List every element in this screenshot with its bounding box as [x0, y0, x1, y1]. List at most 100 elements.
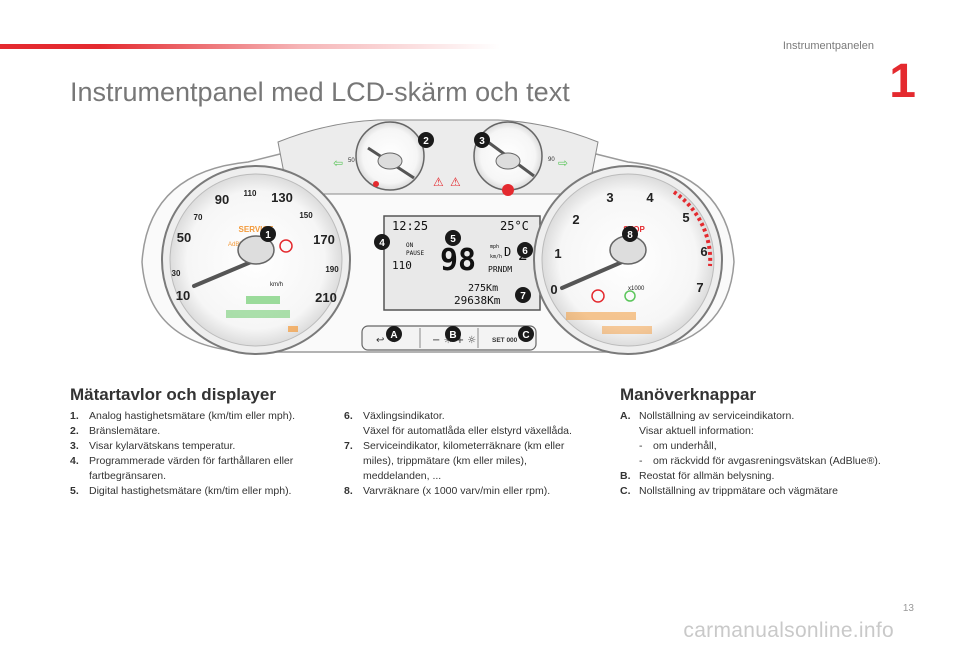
rpm-unit: x1000: [628, 286, 645, 292]
page-number: 13: [902, 603, 914, 614]
sub-list-item: om underhåll,: [639, 439, 890, 454]
indicator-lamp-lower: [288, 326, 298, 332]
list-item: 8.Varvräknare (x 1000 varv/min eller rpm…: [344, 485, 551, 497]
speed-tick: 110: [244, 189, 257, 198]
speed-tick: 50: [177, 230, 191, 245]
lcd-digital-speed: 98: [440, 243, 476, 278]
watermark: carmanualsonline.info: [683, 619, 894, 642]
rpm-tick: 3: [606, 190, 613, 205]
heading-gauges-displays: Mätartavlor och displayer: [70, 385, 276, 404]
sub-list: om underhåll, om räckvidd för avgasrenin…: [639, 439, 890, 469]
button-a-icon: ↩ ✎: [376, 335, 396, 346]
redline-arc: [672, 190, 713, 267]
speed-tick: 130: [271, 190, 293, 205]
header-accent-bar: [0, 44, 500, 49]
list-item: 7.Serviceindikator, kilometerräknare (km…: [344, 440, 565, 482]
svg-text:3: 3: [479, 136, 485, 147]
instrument-cluster-illustration: 90 50 ⇦ ⇨ ⚠ ⚠ 10 30 50 70 90 110 130 150…: [141, 119, 735, 355]
speed-tick: 170: [313, 232, 335, 247]
speed-tick: 150: [299, 211, 313, 220]
button-c-label: SET 000: [492, 337, 518, 344]
section-title: Instrumentpanelen: [782, 40, 874, 52]
list-item: 4.Programmerade värden för farthållaren …: [70, 455, 294, 482]
speed-tick: 210: [315, 290, 337, 305]
callout-b: B: [445, 326, 461, 342]
callout-6: 6: [517, 242, 533, 258]
gauges-list: 1.Analog hastighetsmätare (km/tim eller …: [70, 409, 310, 499]
callout-a: A: [386, 326, 402, 342]
tachometer: 0 1 2 3 4 5 6 7 STOP x1000: [533, 165, 723, 355]
page-title: Instrumentpanel med LCD-skärm och text: [70, 77, 570, 107]
lcd-cruise-on: ON: [406, 242, 414, 249]
svg-text:2: 2: [423, 136, 429, 147]
callout-5: 5: [445, 230, 461, 246]
list-item: 3.Visar kylarvätskans temperatur.: [70, 440, 236, 452]
speed-unit: km/h: [270, 282, 283, 288]
rpm-tick: 5: [682, 210, 689, 225]
lcd-outside-temp: 25°C: [500, 219, 529, 233]
rpm-tick: 7: [696, 280, 703, 295]
svg-text:8: 8: [627, 230, 633, 241]
callout-4: 4: [374, 234, 390, 250]
temp-label-50: 50: [348, 158, 355, 164]
service-label: SERVICE: [239, 225, 275, 234]
list-item: C.Nollställning av trippmätare och vägmä…: [620, 485, 839, 497]
callout-8: 8: [622, 226, 638, 242]
warning-lamp-right: ⚠: [450, 175, 461, 189]
temp-warning-lamp: [502, 184, 514, 196]
turn-left-arrow: ⇦: [333, 156, 343, 170]
warning-lamp-left: ⚠: [433, 175, 444, 189]
svg-text:C: C: [522, 330, 529, 341]
lcd-gear: D: [504, 245, 511, 259]
speed-tick: 10: [176, 288, 190, 303]
lcd-kmh-label: km/h: [490, 254, 502, 260]
callout-2: 2: [418, 132, 434, 148]
lcd-cruise-speed: 110: [392, 259, 412, 272]
warning-lamp-row: [566, 312, 636, 320]
svg-text:A: A: [390, 330, 397, 341]
temp-label-90: 90: [548, 157, 555, 163]
svg-text:B: B: [449, 330, 456, 341]
svg-text:6: 6: [522, 246, 528, 257]
lcd-trip: 275Km: [468, 283, 498, 294]
callout-3: 3: [474, 132, 490, 148]
callout-7: 7: [515, 287, 531, 303]
warning-lamp-row: [602, 326, 652, 334]
list-item: A.Nollställning av serviceindikatorn. Vi…: [620, 409, 890, 469]
lcd-cruise-pause: PAUSE: [406, 250, 424, 257]
brake-warning-lamp: [591, 289, 605, 303]
callout-1: 1: [260, 226, 276, 242]
chapter-number: 1: [889, 55, 916, 108]
lcd-mph-label: mph: [490, 244, 499, 250]
lcd-gear-row: PRNDM: [488, 265, 512, 274]
lcd-odometer: 29638Km: [454, 294, 501, 307]
rpm-tick: 2: [572, 212, 579, 227]
tire-pressure-lamp: [279, 239, 293, 253]
heading-controls: Manöverknappar: [620, 385, 757, 404]
rpm-tick: 1: [554, 246, 561, 261]
speed-tick: 190: [325, 265, 339, 274]
rpm-tick: 4: [646, 190, 654, 205]
speedometer: 10 30 50 70 90 110 130 150 170 190 210 S…: [161, 165, 351, 355]
list-item: 1.Analog hastighetsmätare (km/tim eller …: [70, 410, 295, 422]
rpm-tick: 0: [550, 282, 557, 297]
list-item: 6.Växlingsindikator.Växel för automatlåd…: [344, 410, 572, 437]
list-item: 5.Digital hastighetsmätare (km/tim eller…: [70, 485, 292, 497]
adblue-a-lamp: [624, 290, 636, 302]
temperature-gauge: 90: [473, 121, 555, 196]
svg-text:5: 5: [450, 234, 456, 245]
speed-tick-labels: 10 30 50 70 90 110 130 150 170 190 210: [172, 189, 340, 305]
speed-tick: 90: [215, 192, 229, 207]
list-item: 2.Bränslemätare.: [70, 425, 161, 437]
indicator-lamp-row: [226, 310, 290, 318]
turn-right-arrow: ⇨: [558, 156, 568, 170]
svg-text:4: 4: [379, 238, 385, 249]
callout-c: C: [518, 326, 534, 342]
controls-list: A.Nollställning av serviceindikatorn. Vi…: [620, 409, 890, 499]
rpm-tick: 6: [700, 244, 707, 259]
svg-text:7: 7: [520, 291, 526, 302]
gauges-list-continued: 6.Växlingsindikator.Växel för automatlåd…: [344, 409, 596, 499]
svg-text:1: 1: [265, 230, 271, 241]
indicator-lamp-row: [246, 296, 280, 304]
speed-tick: 70: [194, 213, 203, 222]
